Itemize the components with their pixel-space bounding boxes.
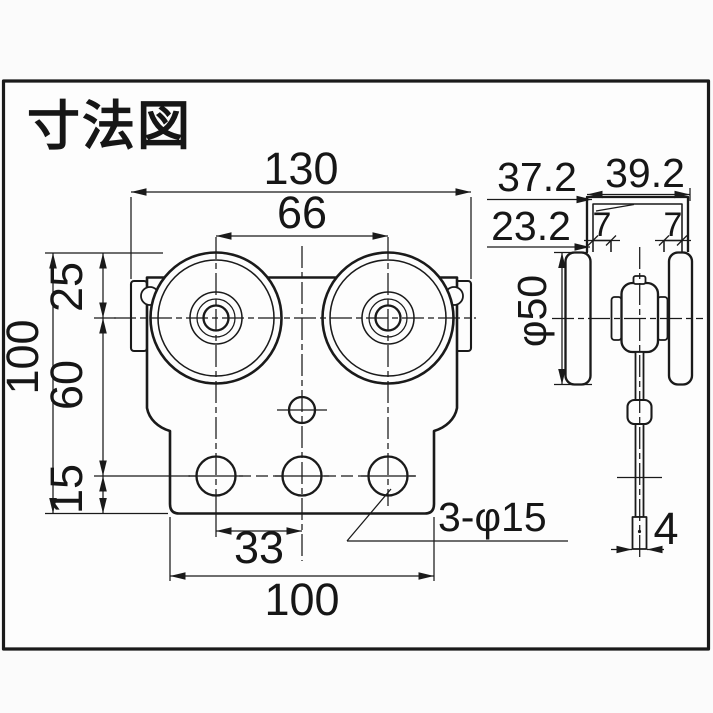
- dim-label-rail-section-height: 23.2: [491, 203, 571, 249]
- rail-detail-line: [595, 203, 635, 212]
- dim-ticks: [587, 235, 688, 246]
- dim-label-lip-right: 7: [664, 206, 683, 244]
- dim-label-rail-inner-width: 37.2: [497, 154, 577, 200]
- dim-label-wheel-diameter: φ50: [509, 275, 555, 347]
- rail-inner-profile: [592, 203, 683, 252]
- dim-label-base-width: 100: [264, 574, 339, 625]
- dim-label-axle-to-holes: 60: [41, 360, 92, 410]
- leader-line: [346, 488, 392, 542]
- side-dimensions: 39.2 37.2 23.2 7 7 φ50 4: [487, 150, 691, 554]
- dim-label-top-to-axle: 25: [41, 262, 92, 312]
- dim-label-overall-height: 100: [0, 319, 48, 394]
- label-mounting-holes: 3-φ15: [438, 494, 547, 540]
- dim-label-lip-left: 7: [593, 206, 612, 244]
- front-dimensions: 130 66 100 25 60 15 33 100 3-φ15: [0, 143, 568, 625]
- dim-label-rail-outer-width: 39.2: [605, 150, 685, 196]
- dim-label-overall-width: 130: [263, 143, 338, 194]
- dim-label-hole-pitch: 33: [234, 522, 284, 573]
- dim-label-bracket-thickness: 4: [653, 503, 678, 554]
- side-view: [552, 195, 703, 560]
- page-title: 寸法図: [27, 96, 192, 157]
- dim-label-wheel-pitch: 66: [277, 187, 327, 238]
- dim-label-holes-to-bottom: 15: [41, 464, 92, 514]
- front-view: [114, 237, 476, 561]
